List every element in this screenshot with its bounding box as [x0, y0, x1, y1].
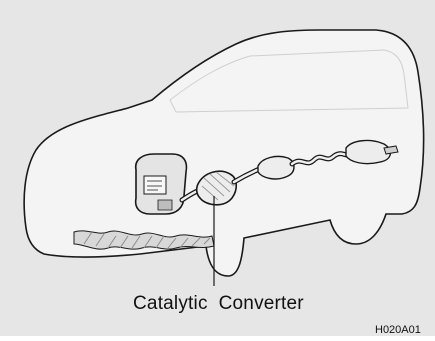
catalytic-converter-label: Catalytic Converter — [133, 293, 304, 315]
center-muffler — [258, 156, 294, 179]
figure-code: H020A01 — [375, 324, 435, 336]
engine-block — [136, 154, 187, 214]
